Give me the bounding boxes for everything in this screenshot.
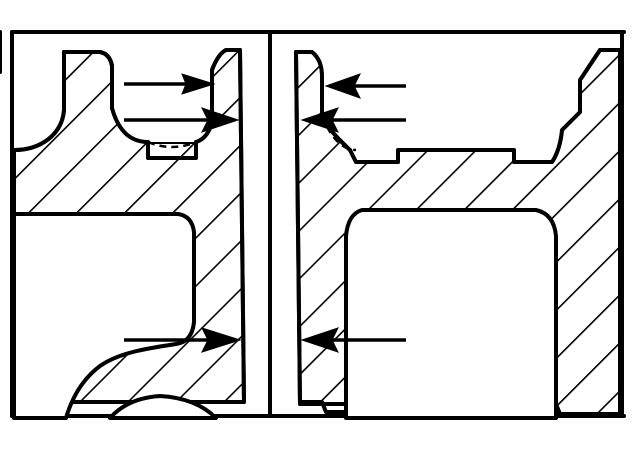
- right-pocket-void: [322, 36, 600, 162]
- left-pocket-dashed-floor: [147, 140, 197, 149]
- arrow-left-top: [124, 73, 216, 95]
- left-coolant-cavity: [12, 212, 196, 420]
- arrow-left-upper: [124, 107, 240, 133]
- right-coolant-cavity: [344, 208, 558, 420]
- right-section: [294, 36, 622, 420]
- left-upper-void: [14, 36, 62, 150]
- left-pocket-void: [112, 66, 212, 142]
- left-bore-arc: [108, 394, 218, 420]
- arrow-left-lower: [124, 327, 242, 353]
- measurement-arrows: [124, 73, 406, 353]
- left-section: [12, 36, 246, 420]
- arrow-right-top: [324, 73, 406, 99]
- arrow-right-lower: [300, 327, 406, 353]
- arrow-right-upper: [300, 107, 406, 133]
